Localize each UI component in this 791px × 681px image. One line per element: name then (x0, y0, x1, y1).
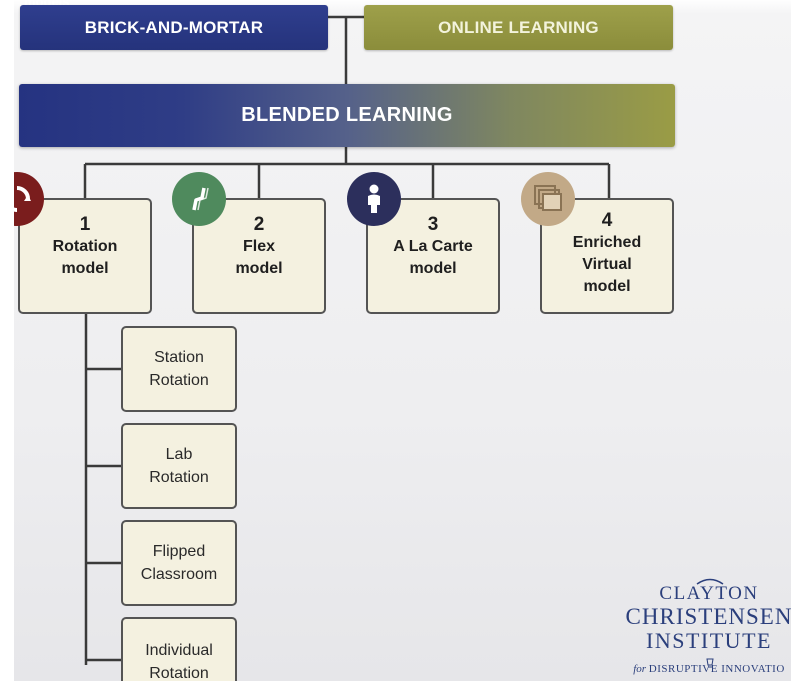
logo-line-christensen: CHRISTENSEN (625, 604, 791, 629)
model-label-line: Rotation (52, 238, 118, 255)
brick-and-mortar-box: BRICK-AND-MORTAR (20, 5, 328, 50)
submodel-label-line: Rotation (149, 665, 209, 681)
individual-rotation-box: Individual Rotation (121, 617, 237, 681)
submodel-label-line: Lab (165, 446, 193, 463)
lab-rotation-box: Lab Rotation (121, 423, 237, 509)
blended-learning-label: BLENDED LEARNING (241, 104, 453, 126)
online-learning-label: ONLINE LEARNING (438, 17, 599, 37)
model-label-line: model (583, 278, 631, 295)
logo-tagline: for DISRUPTIVE INNOVATIO (619, 663, 791, 675)
top-caption: models (24, 0, 70, 9)
lightbulb-icon (706, 658, 714, 668)
model-number: 4 (601, 210, 613, 231)
model-label-line: model (61, 260, 109, 277)
logo-tagline-text: DISRUPTIVE INNOVATIO (648, 663, 785, 675)
submodel-label-line: Rotation (149, 372, 209, 389)
clayton-christensen-institute-logo: CLAYTON CHRISTENSEN INSTITUTE for DISRUP… (619, 578, 791, 675)
flex-path-icon (172, 172, 226, 226)
submodel-label-line: Individual (145, 642, 213, 659)
station-rotation-box: Station Rotation (121, 326, 237, 412)
model-label-line: Virtual (582, 256, 632, 273)
model-number: 1 (79, 214, 91, 235)
slide: models BRICK-AND-MORTAR ONLINE LEARNING … (14, 0, 791, 681)
model-number: 2 (253, 214, 265, 235)
model-label-line: A La Carte (393, 238, 473, 255)
online-learning-box: ONLINE LEARNING (364, 5, 673, 50)
submodel-label-line: Rotation (149, 469, 209, 486)
logo-tagline-prefix: for (633, 663, 647, 675)
model-label-line: Flex (242, 238, 275, 255)
submodel-label-line: Classroom (140, 566, 218, 583)
brick-and-mortar-label: BRICK-AND-MORTAR (84, 17, 264, 37)
connector-lines (83, 15, 611, 665)
blended-learning-box: BLENDED LEARNING (19, 84, 675, 147)
person-icon (347, 172, 401, 226)
logo-line-institute: INSTITUTE (646, 628, 772, 653)
submodel-label-line: Flipped (152, 543, 206, 560)
stacked-windows-icon (521, 172, 575, 226)
model-number: 3 (427, 214, 439, 235)
model-label-line: Enriched (572, 234, 642, 251)
model-label-line: model (235, 260, 283, 277)
logo-arc-icon (696, 578, 724, 585)
rotation-model-box: 1 Rotation model (18, 198, 152, 314)
flipped-classroom-box: Flipped Classroom (121, 520, 237, 606)
logo-line-clayton: CLAYTON (659, 583, 759, 604)
model-label-line: model (409, 260, 457, 277)
submodel-label-line: Station (154, 349, 204, 366)
